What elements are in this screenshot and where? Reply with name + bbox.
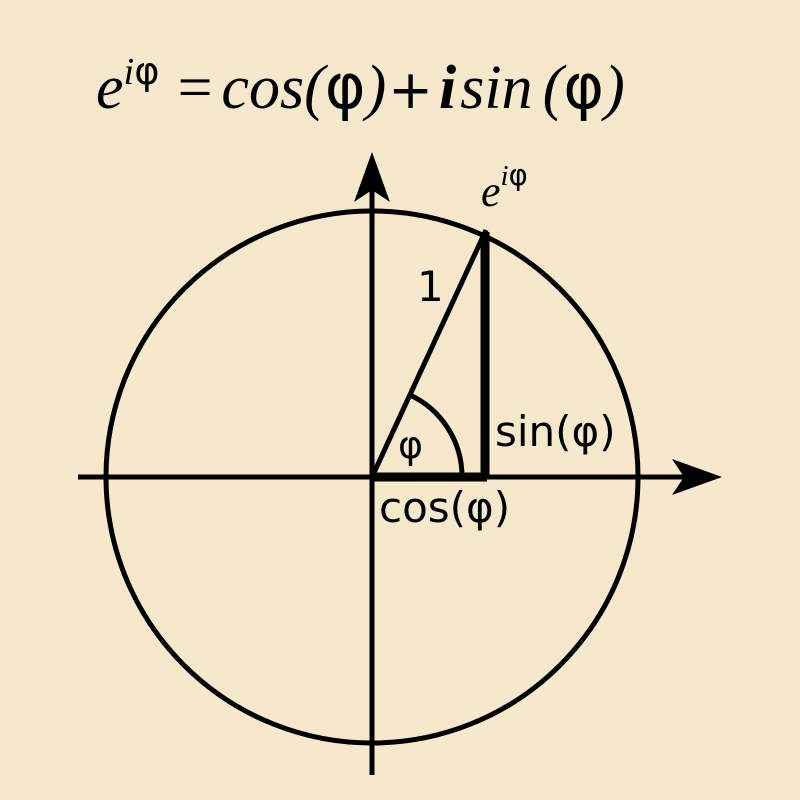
- real-axis-arrowhead: [672, 459, 722, 495]
- formula-close-paren-2: ): [604, 54, 625, 122]
- angle-arc: [408, 392, 465, 478]
- point-label-base-e: e: [481, 167, 501, 216]
- radius-segment: [369, 228, 489, 479]
- point-label-exponent-phi: φ: [508, 158, 528, 193]
- title-formula: eiφ=cos(φ)+isin(φ): [96, 51, 625, 122]
- imaginary-axis-arrowhead: [354, 152, 390, 202]
- formula-base-e: e: [96, 54, 124, 122]
- formula-exponent-i-phi: iφ: [123, 51, 160, 94]
- formula-exponent-phi: φ: [134, 49, 160, 95]
- formula-open-paren-2: (: [542, 54, 564, 122]
- formula-open-paren-1: (: [304, 54, 325, 122]
- radius-length-label: 1: [417, 262, 444, 311]
- formula-imaginary-unit: i: [438, 54, 457, 122]
- formula-phi-1: φ: [324, 50, 366, 123]
- formula-phi-2: φ: [563, 50, 605, 123]
- angle-phi-label: φ: [398, 423, 424, 467]
- formula-cos-word: cos: [221, 54, 305, 122]
- formula-exponent-i: i: [123, 51, 135, 94]
- point-label-exponent-i: i: [500, 160, 509, 193]
- cosine-label: cos(φ): [379, 483, 511, 532]
- formula-equals-sign: =: [173, 54, 216, 122]
- formula-plus-sign: +: [388, 59, 433, 121]
- point-label-e-i-phi: eiφ: [481, 161, 528, 216]
- formula-close-paren-1: ): [365, 54, 387, 122]
- point-label-exponent: iφ: [501, 161, 528, 191]
- formula-sin-word: sin: [460, 54, 533, 122]
- sine-label: sin(φ): [495, 407, 616, 456]
